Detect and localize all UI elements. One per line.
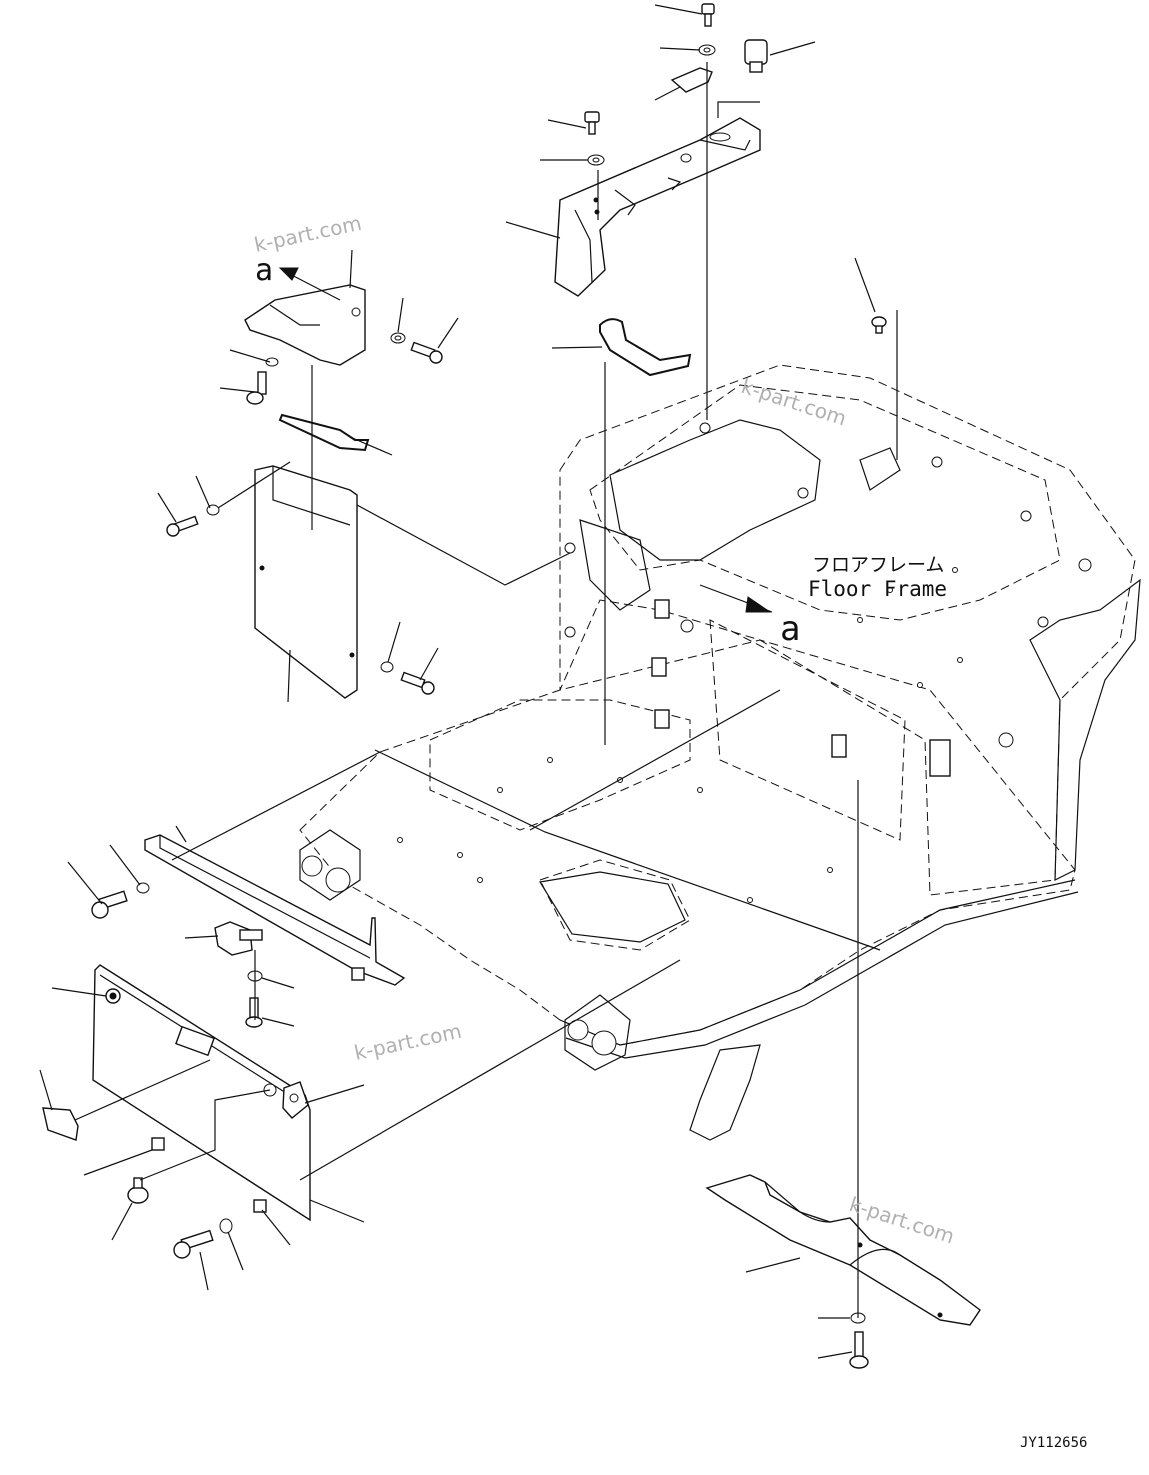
knob-screw	[127, 1177, 149, 1204]
bolt-left-3	[166, 515, 199, 537]
bolt-upper-right	[871, 316, 887, 334]
floor-frame-upper-box	[559, 364, 1136, 896]
floor-frame-base-outline	[299, 639, 1076, 1046]
frame-mount-boss-front	[564, 994, 631, 1071]
watermark-3: k-part.com	[352, 1019, 464, 1065]
upper-left-bracket	[244, 284, 366, 366]
bolt-lower-1	[91, 890, 128, 919]
floor-frame-right-pillar	[1029, 578, 1141, 881]
frame-console-bracket	[609, 419, 821, 561]
floor-frame-base-front-edge	[559, 879, 1076, 1046]
frame-lower-bracket	[689, 1044, 761, 1141]
under-plate	[705, 1174, 981, 1326]
bolt-lower-3	[173, 1229, 214, 1259]
upper-cover-bracket	[554, 117, 761, 297]
bolt-bracket	[584, 111, 605, 166]
drawing-number: JY112656	[1020, 1435, 1087, 1451]
view-marker-mid: a	[780, 609, 800, 649]
bolt-left-2	[246, 371, 267, 405]
floor-frame-side-wall	[709, 619, 906, 841]
u-handle	[599, 318, 692, 377]
bolt-bottom	[849, 1331, 869, 1369]
floor-frame-front-plate	[539, 871, 686, 943]
panel-latch	[282, 1081, 309, 1119]
washer-lower-1	[136, 882, 150, 894]
view-marker-top: a	[255, 253, 273, 288]
seal-strip	[278, 413, 370, 452]
left-side-cover	[254, 465, 358, 699]
watermark-2: k-part.com	[738, 374, 849, 430]
watermark-1: k-part.com	[252, 211, 364, 257]
frame-side-tabs	[651, 599, 951, 777]
assembly-centerlines	[74, 62, 898, 1318]
frame-mount-boss-left	[299, 829, 361, 901]
connector-plug	[744, 39, 768, 73]
view-arrow-top	[278, 267, 341, 301]
frame-rear-bracket	[859, 447, 901, 491]
frame-holes	[397, 422, 1092, 903]
latch-clip	[214, 921, 263, 956]
upper-cover-bracket-body	[554, 117, 761, 297]
bolt-left-4	[400, 671, 435, 695]
front-cover-panel	[92, 964, 311, 1222]
rubber-bumper	[105, 988, 121, 1004]
bolt-left-1	[410, 341, 443, 364]
floor-frame-label-en: Floor Frame	[808, 577, 947, 601]
floor-frame-upper-inner	[589, 384, 1061, 621]
panel-handle	[42, 1107, 79, 1141]
floor-frame-base-front-edge-lower	[565, 891, 1079, 1059]
floor-frame-center-plate	[539, 859, 691, 951]
floor-frame	[299, 364, 1141, 1141]
floor-frame-label-jp: フロアフレーム	[812, 554, 944, 576]
bolt-lower-2	[245, 997, 263, 1028]
washer-left-1	[390, 332, 406, 344]
washer-lower-3	[219, 1218, 233, 1234]
bolt-top	[698, 3, 716, 56]
frame-console-lip	[579, 519, 651, 611]
blind-cap	[670, 67, 713, 93]
floor-frame-front-step	[429, 699, 691, 831]
angle-bracket	[144, 834, 406, 986]
leader-lines	[39, 4, 876, 1359]
view-arrow-mid	[699, 584, 773, 613]
washer-left-2	[265, 357, 279, 367]
washer-left-4	[380, 661, 394, 673]
